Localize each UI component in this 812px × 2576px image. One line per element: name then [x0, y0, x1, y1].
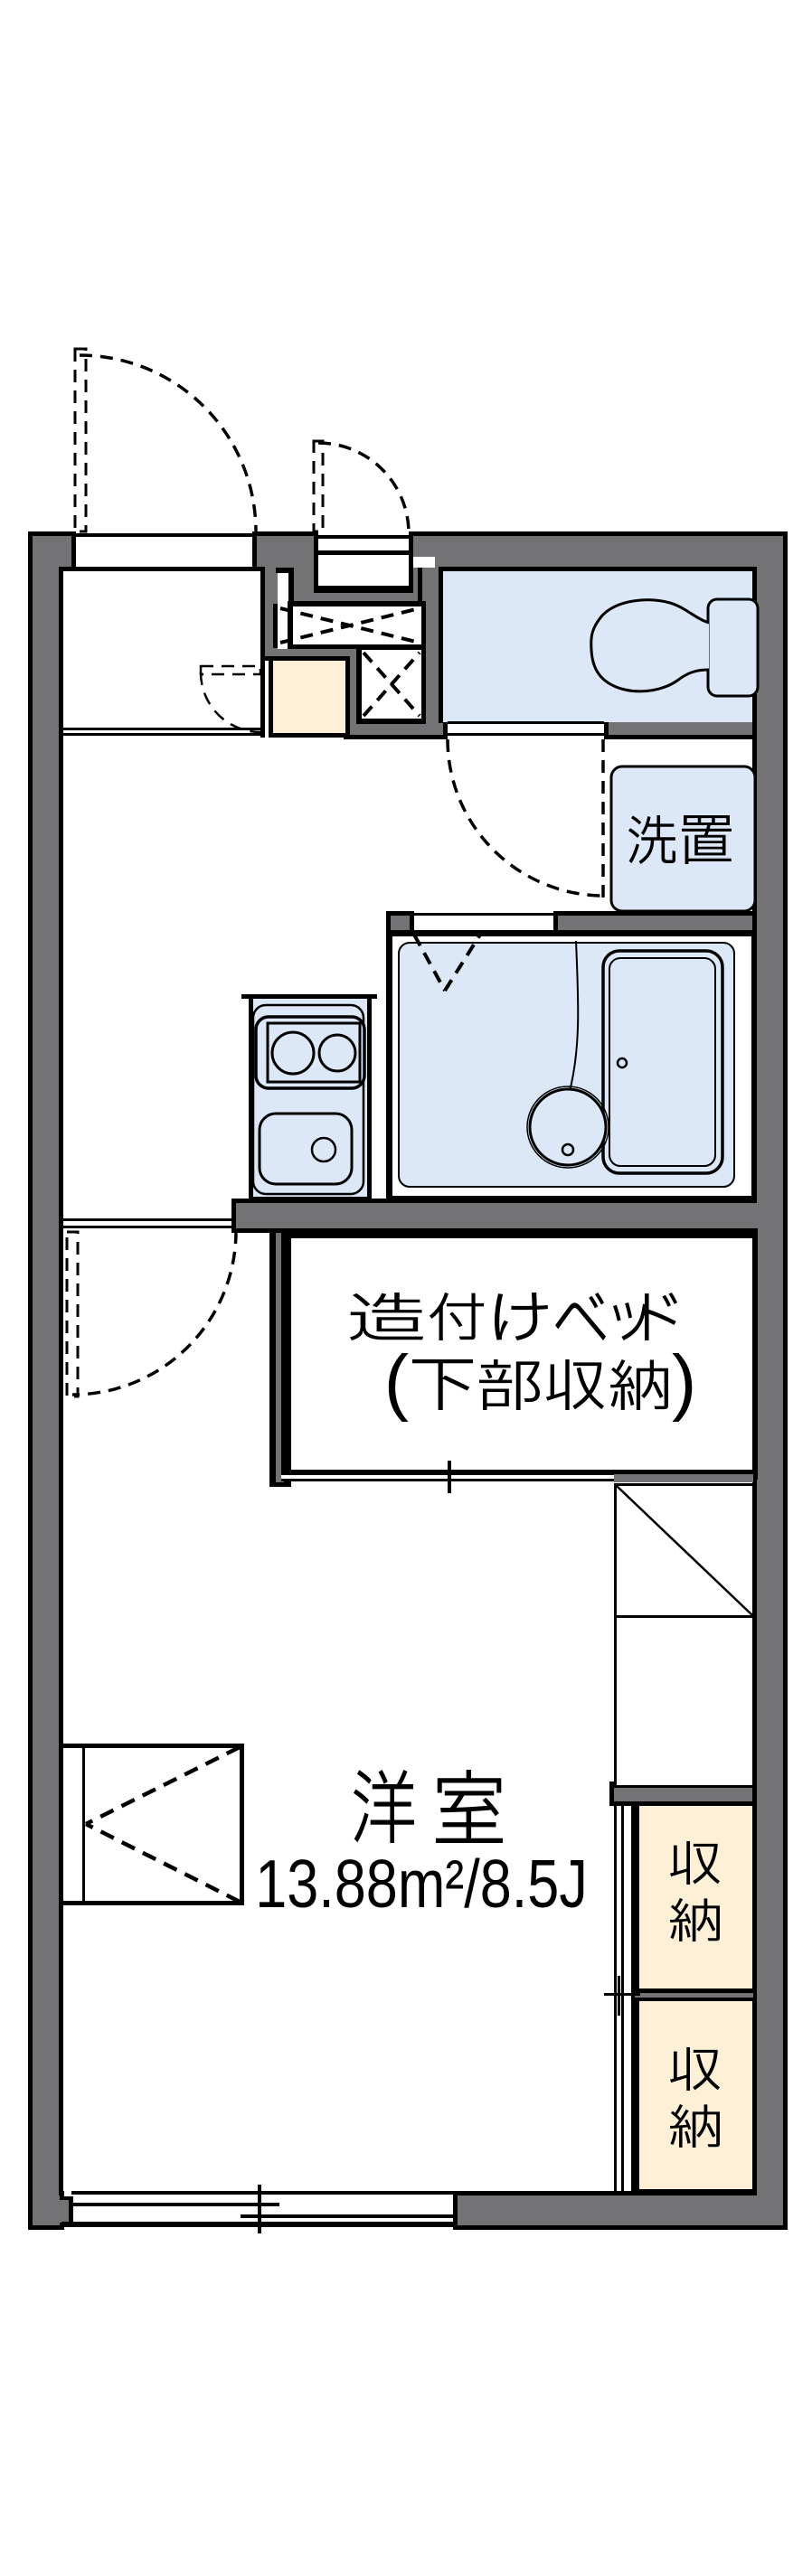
- svg-text:): ): [672, 1340, 696, 1423]
- svg-text:13.88m²/8.5J: 13.88m²/8.5J: [255, 1846, 588, 1922]
- svg-text:(: (: [384, 1340, 409, 1423]
